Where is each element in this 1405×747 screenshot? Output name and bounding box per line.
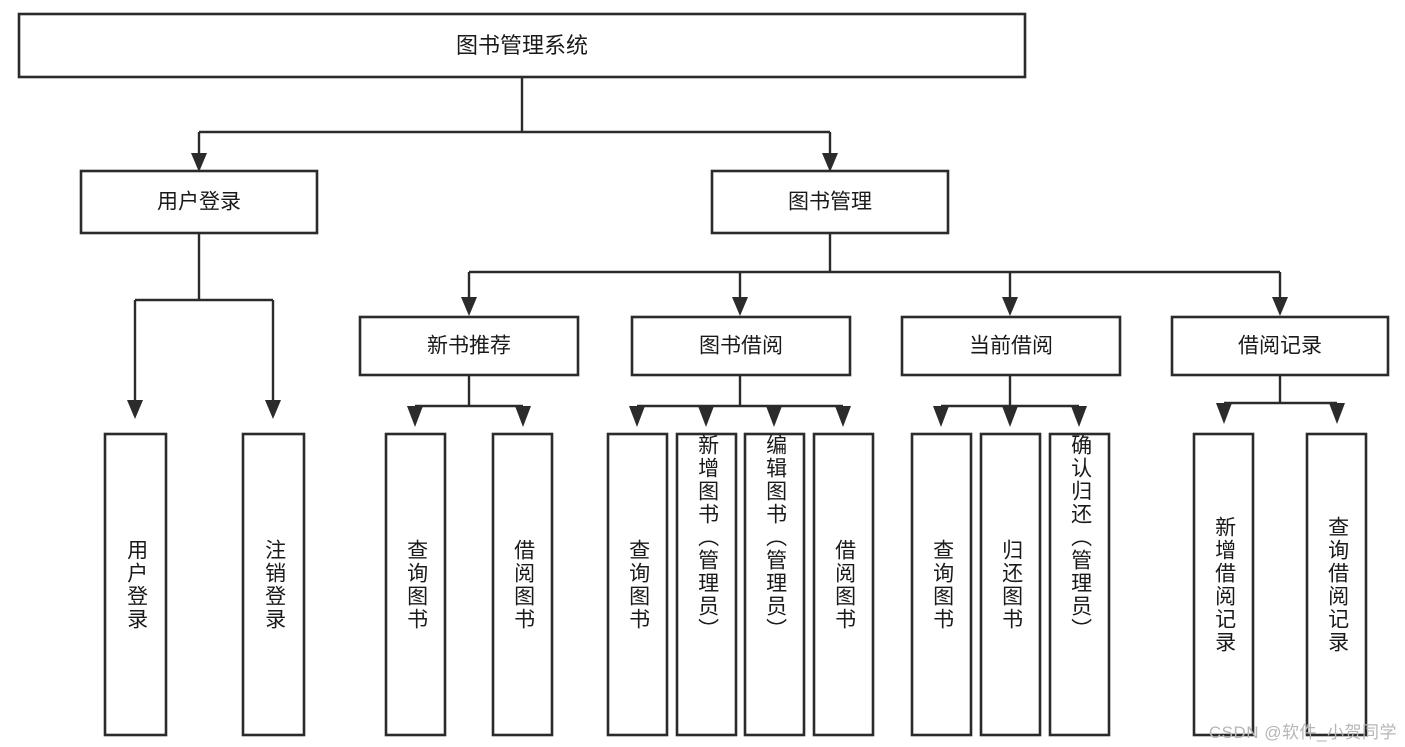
leaf-edit-book-rect[interactable] [743,432,806,737]
node-root[interactable]: 图书管理系统 [17,12,1027,79]
node-user-login[interactable]: 用户登录 [79,169,319,235]
connector-group-book-borrow-to-leaves [629,375,851,427]
arrowhead-leaf-return-book [1002,406,1018,427]
arrowhead-leaf-user-login [127,400,143,419]
leaf-query-record-rect[interactable] [1305,432,1368,737]
node-new-book-recommend-label: 新书推荐 [427,335,511,358]
node-current-borrow-label: 当前借阅 [969,335,1053,358]
leaf-query-book-1-rect[interactable] [384,432,447,737]
connector-group-root-to-l2 [191,77,838,172]
node-root-rect[interactable] [17,12,1027,79]
leaf-boxes [103,432,1368,737]
leaf-confirm-return-rect[interactable] [1048,432,1111,737]
arrowhead-leaf-query-book-1 [407,406,423,427]
leaf-borrow-book-2-rect[interactable] [812,432,875,737]
arrowhead-user-login [191,153,207,172]
leaf-return-book-rect[interactable] [979,432,1042,737]
arrowhead-leaf-query-book-3 [933,406,949,427]
node-current-borrow[interactable]: 当前借阅 [900,315,1122,377]
csdn-watermark: CSDN @软件_小贺同学 [1208,723,1397,742]
connector-group-book-manage-to-l3 [461,233,1288,316]
node-borrow-record[interactable]: 借阅记录 [1170,315,1390,377]
node-user-login-rect[interactable] [79,169,319,235]
node-book-borrow-label: 图书借阅 [699,335,783,358]
leaf-query-book-3-rect[interactable] [910,432,973,737]
node-book-manage-label: 图书管理 [788,191,872,214]
arrowhead-leaf-query-book-2 [629,406,645,427]
arrowhead-leaf-add-record [1216,403,1232,424]
arrowhead-book-borrow [732,297,748,316]
connector-group-new-book-recommend-to-leaves [407,375,531,427]
arrowhead-leaf-query-record [1329,403,1345,424]
arrowhead-current-borrow [1002,297,1018,316]
node-book-manage-rect[interactable] [710,169,950,235]
connector-group-current-borrow-to-leaves [933,375,1087,427]
node-book-manage[interactable]: 图书管理 [710,169,950,235]
arrowhead-new-book-recommend [461,297,477,316]
connector-group-borrow-record-to-leaves [1216,375,1345,424]
node-current-borrow-rect[interactable] [900,315,1122,377]
leaf-add-record-rect[interactable] [1192,432,1255,737]
node-root-label: 图书管理系统 [456,33,588,58]
arrowhead-leaf-borrow-book-2 [835,406,851,427]
node-borrow-record-label: 借阅记录 [1238,335,1322,358]
leaf-add-book-rect[interactable] [675,432,738,737]
arrowhead-leaf-borrow-book-1 [515,406,531,427]
leaf-user-logout-rect[interactable] [241,432,306,737]
arrowhead-leaf-confirm-return [1071,406,1087,427]
node-new-book-recommend-rect[interactable] [358,315,580,377]
node-user-login-label: 用户登录 [157,191,241,214]
arrowhead-book-manage [822,153,838,172]
arrowhead-leaf-add-book [698,406,714,427]
node-borrow-record-rect[interactable] [1170,315,1390,377]
arrowhead-borrow-record [1272,297,1288,316]
node-new-book-recommend[interactable]: 新书推荐 [358,315,580,377]
node-book-borrow-rect[interactable] [630,315,852,377]
connector-group-user-login-to-leaves [127,233,281,419]
leaf-query-book-2-rect[interactable] [606,432,669,737]
leaf-user-login-rect[interactable] [103,432,168,737]
arrowhead-leaf-user-logout [265,400,281,419]
node-book-borrow[interactable]: 图书借阅 [630,315,852,377]
leaf-borrow-book-1-rect[interactable] [491,432,554,737]
arrowhead-leaf-edit-book [766,406,782,427]
